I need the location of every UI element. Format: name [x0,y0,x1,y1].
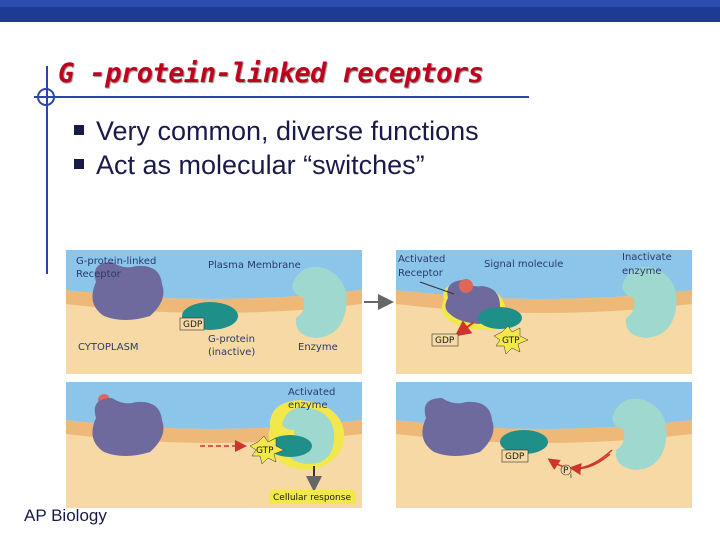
cytoplasm-label: CYTOPLASM [78,342,139,353]
receptor-label-2: Receptor [76,269,122,280]
panel-3-gtp-tag: GTP [256,446,274,456]
panel-2-gdp-arrow [454,320,475,337]
bullet-list: Very common, diverse functions Act as mo… [74,114,479,182]
panel-2: GDP GTP Activated Receptor Signal molecu… [396,250,692,374]
panel-2-gdp-tag: GDP [435,336,455,346]
enzyme-label: Enzyme [298,342,338,353]
membrane-label: Plasma Membrane [208,260,301,271]
phosphate-icon [560,464,572,476]
bullet-text: Act as molecular “switches” [96,150,425,180]
panel-4-pi-sub: i [570,472,572,480]
bullet-square-icon [74,124,84,135]
gprotein-label-1: G-protein [208,334,255,345]
panel-2-gtp-burst [493,325,529,355]
panel-1-gdp-badge [179,317,205,331]
panel-2-gdp-badge [431,333,459,347]
activated-enzyme-label-2: enzyme [288,400,328,411]
panel-2-gtp-tag: GTP [502,336,520,346]
panel-4-pi-tag: P [563,466,569,476]
panel-3-receptor [92,398,164,456]
slide-title: G -protein-linked receptors [58,58,484,89]
panel-3: GTP Cellular response Activated enzyme [66,382,362,508]
panel-1-enzyme [292,266,347,338]
crosshair-icon [37,88,55,106]
receptor-label-1: G-protein-linked [76,256,156,267]
activated-receptor-label-1: Activated [398,254,445,265]
title-underline [34,96,529,98]
inactivate-enzyme-label-1: Inactivate [622,252,672,263]
gprotein-label-2: (inactive) [208,347,255,358]
panel-4-gdp-tag: GDP [505,452,525,462]
activated-enzyme-label-1: Activated [288,387,335,398]
bullet-square-icon [74,158,84,169]
panel-4: GDP P i [396,382,692,508]
panel-1: GDP G-protein-linked Receptor Plasma Mem… [66,250,362,374]
banner-stripes [0,0,720,22]
panel-4-gprotein [500,430,548,454]
panel-2-gprotein [478,307,522,329]
bullet-text: Very common, diverse functions [96,116,479,146]
vertical-rule [46,66,48,274]
cellular-response-label: Cellular response [273,493,351,503]
panel-4-enzyme [612,398,667,470]
cellular-response-box [270,490,356,504]
panel-1-receptor [92,262,164,320]
panel-2-receptor-pointer [419,281,455,295]
panel-3-gtp-burst [249,435,285,465]
panel-2-enzyme [622,266,677,338]
signal-molecule [459,279,473,293]
panel-4-receptor [422,398,494,456]
panel-1-gdp-tag: GDP [183,320,203,330]
activated-receptor-label-2: Receptor [398,268,444,279]
panel-4-gdp-badge [501,449,529,463]
top-banner [0,0,720,22]
footer-label: AP Biology [24,506,107,525]
inactivate-enzyme-label-2: enzyme [622,266,662,277]
bullet-item: Act as molecular “switches” [74,148,479,182]
bullet-item: Very common, diverse functions [74,114,479,148]
signal-molecule-label: Signal molecule [484,259,563,270]
panel-4-return-arrow [547,453,611,470]
